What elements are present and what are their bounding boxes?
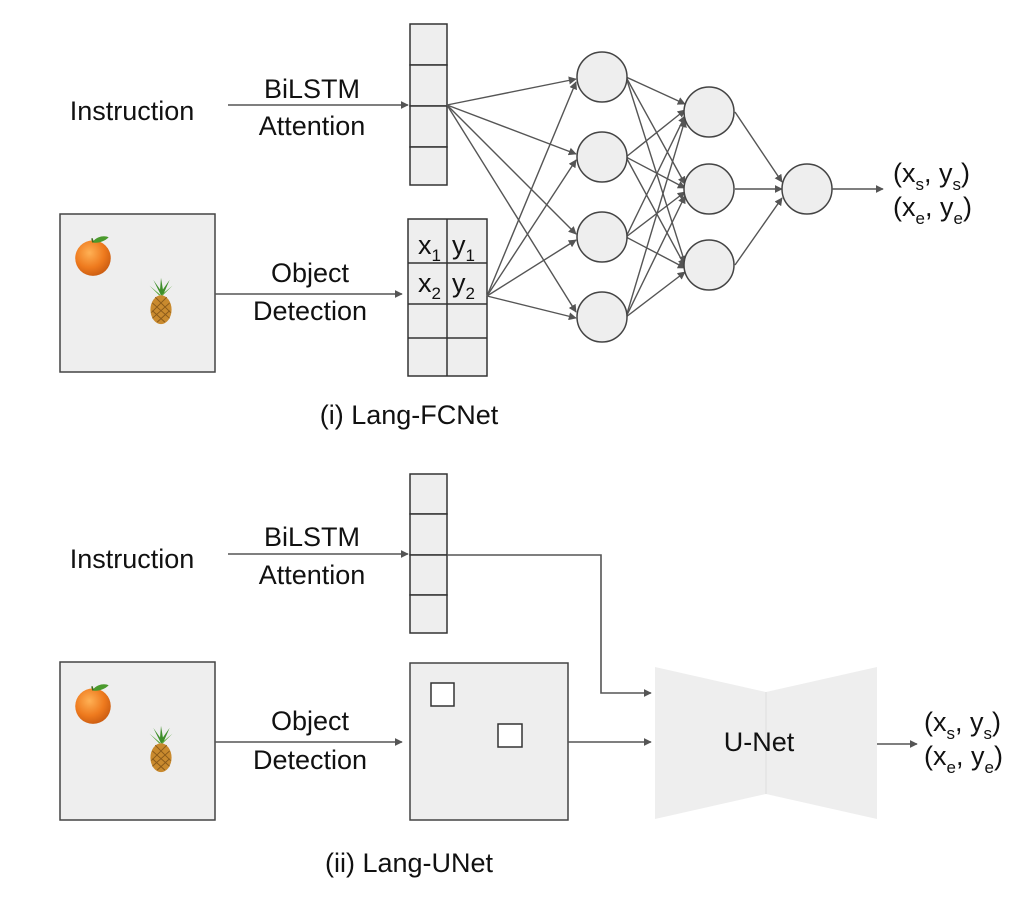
hidden-node <box>576 51 628 103</box>
instruction-label: Instruction <box>70 544 195 574</box>
output-start-coords: (xs, ys) <box>924 707 1001 743</box>
lang-fcnet-diagram: Instruction BiLSTM Attention Object Dete… <box>59 23 972 430</box>
object-label: Object <box>271 258 350 288</box>
attention-label: Attention <box>259 560 366 590</box>
table-cell-x1: x1 <box>418 230 441 265</box>
hidden-node <box>683 163 735 215</box>
bilstm-label: BiLSTM <box>264 522 360 552</box>
caption-lang-fcnet: (i) Lang-FCNet <box>320 400 499 430</box>
lang-unet-diagram: Instruction BiLSTM Attention Object Dete… <box>59 473 1003 878</box>
table-cell-x2: x2 <box>418 268 441 303</box>
hidden-node <box>576 211 628 263</box>
hidden-node <box>576 131 628 183</box>
table-cell-y2: y2 <box>452 268 475 303</box>
scene-image <box>59 661 216 821</box>
hidden-node <box>576 291 628 343</box>
unet-label: U-Net <box>724 727 795 757</box>
object-label: Object <box>271 706 350 736</box>
table-cell-y1: y1 <box>452 230 475 265</box>
output-start-coords: (xs, ys) <box>893 158 970 194</box>
detected-object-box <box>430 682 455 707</box>
hidden-node <box>683 86 735 138</box>
attention-to-unet-arrow <box>447 554 652 697</box>
network-edges <box>446 76 783 321</box>
output-end-coords: (xe, ye) <box>893 192 972 228</box>
scene-image <box>59 213 216 373</box>
attention-vector <box>409 473 448 634</box>
attention-label: Attention <box>259 111 366 141</box>
output-node <box>781 163 833 215</box>
network-nodes <box>576 51 833 343</box>
attention-vector <box>409 23 448 186</box>
object-table: x1 y1 x2 y2 <box>407 218 488 377</box>
instruction-label: Instruction <box>70 96 195 126</box>
bilstm-label: BiLSTM <box>264 74 360 104</box>
output-end-coords: (xe, ye) <box>924 741 1003 777</box>
detected-object-box <box>497 723 523 748</box>
hidden-node <box>683 239 735 291</box>
detection-label: Detection <box>253 745 367 775</box>
detection-label: Detection <box>253 296 367 326</box>
caption-lang-unet: (ii) Lang-UNet <box>325 848 494 878</box>
